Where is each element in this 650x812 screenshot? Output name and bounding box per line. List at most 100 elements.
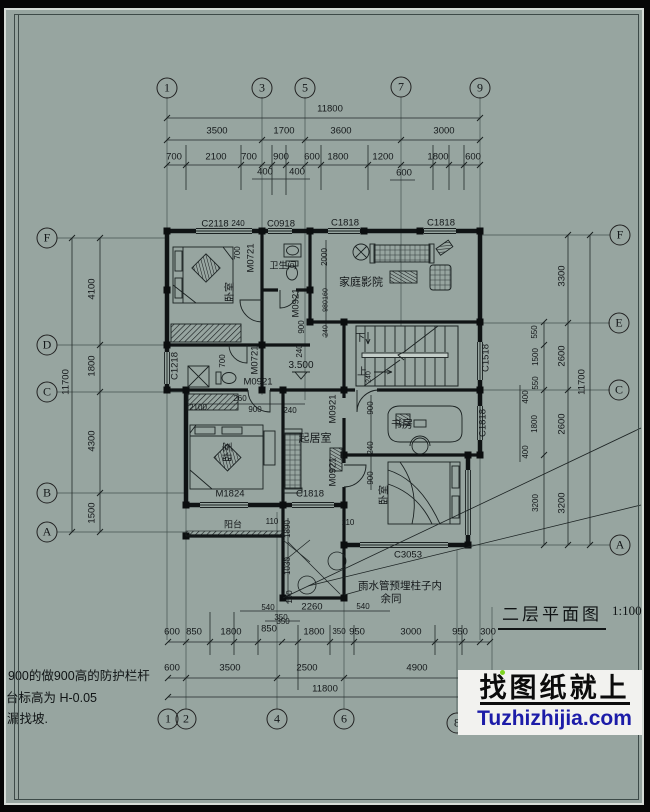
- dim-label: 1800: [530, 415, 539, 433]
- dim-label: 240: [366, 441, 375, 455]
- grid-bubble-9: 9: [469, 77, 491, 99]
- dim-label: 3000: [400, 626, 422, 638]
- grid-bubble-1: 1: [156, 77, 178, 99]
- code-label: C1818: [477, 409, 489, 437]
- dim-label: 1030: [283, 557, 292, 575]
- dim-label: 400: [521, 445, 530, 459]
- dim-label: 700: [241, 151, 257, 163]
- dim-label: 240: [295, 344, 304, 358]
- dim-label: 900: [297, 320, 306, 334]
- dim-label: 350: [276, 617, 290, 626]
- dim-label: 2600: [556, 413, 568, 435]
- dim-label: 1200: [372, 151, 394, 163]
- room-label: 阳台: [223, 519, 243, 530]
- title-text: 二层平面图: [498, 600, 606, 630]
- dim-label: 2100: [189, 403, 207, 412]
- dim-label: 1500: [531, 348, 540, 366]
- dim-label: 600: [396, 167, 412, 179]
- dim-label: 11800: [312, 683, 338, 695]
- dim-label: 3500: [206, 125, 228, 137]
- dim-label: 400: [521, 390, 530, 404]
- dim-label: 2100: [205, 151, 227, 163]
- dim-label: 3200: [531, 494, 540, 512]
- grid-bubble-A: A: [36, 521, 58, 543]
- dim-label: 400: [289, 166, 305, 178]
- dim-label: 3000: [433, 125, 455, 137]
- dim-label: 240: [283, 406, 297, 415]
- pipe-note: 余同: [380, 592, 402, 605]
- room-label: 起居室: [298, 432, 332, 445]
- dim-label: 下: [355, 333, 365, 344]
- dim-label: 700: [218, 354, 227, 368]
- level-label: 3.500: [288, 360, 314, 371]
- dim-label: 850: [186, 626, 202, 638]
- code-label: C1818: [427, 217, 455, 229]
- dim-label: 540: [261, 603, 275, 612]
- dim-label: 950: [452, 626, 468, 638]
- dim-label: 550: [531, 376, 540, 390]
- dim-label: 110: [341, 518, 355, 527]
- floor-plan-drawing: [57, 97, 642, 713]
- dim-label: 1800: [427, 151, 449, 163]
- grid-bubble-2: 2: [175, 708, 197, 730]
- dim-label: 700: [233, 246, 242, 260]
- code-label: C0918: [267, 218, 295, 230]
- grid-bubble-B: B: [36, 482, 58, 504]
- dim-label: 上: [357, 367, 367, 378]
- dim-label: 1500: [86, 502, 98, 524]
- grid-bubble-C: C: [36, 381, 58, 403]
- grid-bubble-A: A: [609, 534, 631, 556]
- code-label: M0921: [327, 394, 339, 424]
- dim-label: 2260: [301, 601, 323, 613]
- room-label: 卫生间: [269, 260, 297, 271]
- grid-bubble-C: C: [608, 379, 630, 401]
- dim-label: 980: [322, 300, 330, 312]
- grid-bubble-F: F: [36, 227, 58, 249]
- grid-bubble-6: 6: [333, 708, 355, 730]
- dim-label: 160: [322, 288, 330, 300]
- dim-label: 900: [248, 405, 262, 414]
- grid-bubble-3: 3: [251, 77, 273, 99]
- dim-label: 2600: [556, 345, 568, 367]
- room-label: 家庭影院: [339, 276, 383, 289]
- dim-label: 300: [480, 626, 496, 638]
- dim-label: 1700: [273, 125, 295, 137]
- dim-label: 900: [366, 401, 375, 415]
- dim-label: 190: [285, 590, 294, 604]
- sheet-inner-frame-2: [18, 14, 19, 800]
- dim-label: 260: [233, 394, 247, 403]
- dim-label: 3300: [556, 265, 568, 287]
- code-label: M1824: [215, 488, 245, 500]
- dim-label: 1800: [86, 355, 98, 377]
- dim-label: 11700: [576, 369, 588, 395]
- room-label: 卧室: [379, 485, 390, 505]
- dim-label: 900: [366, 471, 375, 485]
- code-label: M0721: [249, 345, 261, 375]
- dim-label: 1800: [327, 151, 349, 163]
- dim-label: 4900: [406, 662, 428, 674]
- watermark: 找图纸就上 Tuzhizhijia.com: [458, 670, 642, 735]
- dim-label: 2000: [320, 248, 329, 266]
- pipe-note: 雨水管预埋柱子内: [358, 579, 442, 592]
- code-label: C1818: [331, 217, 359, 229]
- dim-label: 3500: [219, 662, 241, 674]
- note-line-2: 台标高为 H-0.05: [6, 691, 97, 705]
- dim-label: 600: [465, 151, 481, 163]
- dim-label: 900: [273, 151, 289, 163]
- grid-bubble-D: D: [36, 334, 58, 356]
- dim-label: 2500: [296, 662, 318, 674]
- dim-label: 600: [304, 151, 320, 163]
- dim-label: 4100: [86, 278, 98, 300]
- code-label: C1818: [296, 488, 324, 500]
- code-label: M0921: [327, 457, 339, 487]
- dim-label: 600: [164, 626, 180, 638]
- dim-label: 110: [265, 517, 279, 526]
- watermark-url: Tuzhizhijia.com: [477, 707, 632, 731]
- dim-label: 240: [231, 219, 245, 228]
- room-label: 卧室: [225, 282, 236, 302]
- code-label: M0921: [290, 288, 302, 318]
- dim-label: 350: [332, 627, 346, 636]
- dim-label: 550: [530, 325, 539, 339]
- dim-label: 600: [164, 662, 180, 674]
